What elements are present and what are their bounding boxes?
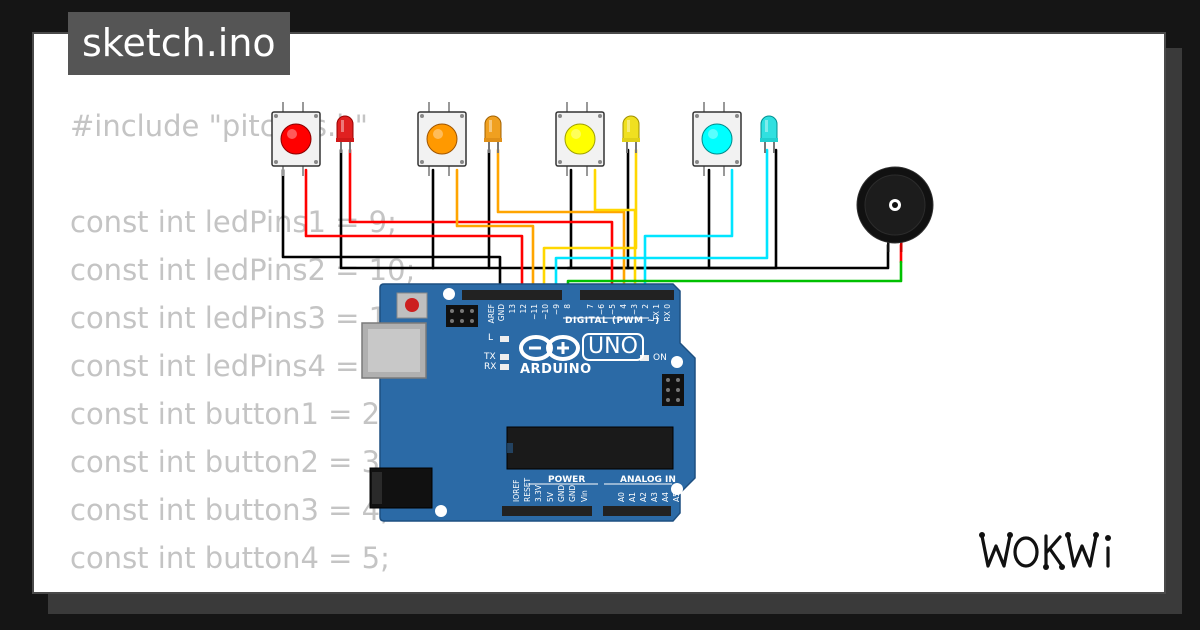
wokwi-logo xyxy=(979,532,1111,570)
pin-label: AREF xyxy=(487,304,496,323)
power-header xyxy=(502,506,592,516)
arduino-infinity-icon xyxy=(519,335,580,361)
pin-label: ~10 xyxy=(541,304,550,320)
pin-label: TX 1 xyxy=(652,304,661,322)
pin-label: 8 xyxy=(563,304,572,309)
wire-yellow xyxy=(542,148,638,295)
board-brand: ARDUINO xyxy=(520,362,592,377)
led-orange xyxy=(484,115,502,153)
wire-yellow xyxy=(593,168,637,295)
pin-label: ~6 xyxy=(597,304,606,315)
pin-label: A2 xyxy=(639,492,648,502)
led-label-rx: RX xyxy=(484,362,497,372)
buzzer xyxy=(856,166,934,252)
analog-label: ANALOG IN xyxy=(620,475,676,485)
pin-label: A0 xyxy=(617,492,626,502)
code-line: const int ledPins2 = 10; xyxy=(70,253,416,287)
pushbutton-cyan[interactable] xyxy=(692,102,742,176)
code-line: const int button4 = 5; xyxy=(70,541,390,575)
wire-black xyxy=(281,168,502,295)
wire-black xyxy=(566,243,890,270)
pin-label: Vin xyxy=(580,490,589,502)
pin-label: ~11 xyxy=(530,304,539,320)
pin-label: ~9 xyxy=(552,304,561,315)
code-line: const int button3 = 4; xyxy=(70,493,390,527)
pin-label: A5 xyxy=(672,492,681,502)
pin-label: 3.3V xyxy=(534,484,543,502)
pin-label: 7 xyxy=(586,304,595,309)
wire-black xyxy=(339,148,778,270)
pin-label: 4 xyxy=(619,304,628,309)
led-yellow xyxy=(622,115,640,153)
pin-label: 12 xyxy=(519,304,528,314)
wires xyxy=(281,148,903,295)
pin-label: 2 xyxy=(641,304,650,309)
sketch-title: sketch.ino xyxy=(68,12,290,75)
pushbutton-yellow[interactable] xyxy=(555,102,605,176)
digital-header-right xyxy=(580,290,674,300)
led-label-on: ON xyxy=(653,353,667,363)
power-label: POWER xyxy=(548,475,586,485)
board-name: UNO xyxy=(588,334,638,359)
pin-label: A4 xyxy=(661,492,670,502)
pushbutton-orange[interactable] xyxy=(417,102,467,176)
pin-label: GND xyxy=(497,304,506,321)
pin-label: ~3 xyxy=(630,304,639,315)
pin-label: GND xyxy=(557,485,566,502)
digital-label: DIGITAL (PWM ~) xyxy=(565,316,660,326)
wire-cyan xyxy=(554,148,769,295)
led-label-tx: TX xyxy=(484,352,496,362)
led-red xyxy=(336,115,354,153)
analog-header xyxy=(603,506,671,516)
pin-label: A3 xyxy=(650,492,659,502)
led-cyan xyxy=(760,115,778,153)
led-label-l: L xyxy=(488,333,494,343)
wire-red xyxy=(304,168,524,295)
pin-label: IOREF xyxy=(512,480,521,502)
pin-label: 5V xyxy=(546,491,555,502)
code-background: #include "pitches.h" const int ledPins1 … xyxy=(70,102,415,582)
wire-cyan xyxy=(643,168,734,295)
wire-orange xyxy=(455,168,535,295)
pin-label: 13 xyxy=(508,304,517,314)
wire-red xyxy=(348,148,614,295)
atmega-chip xyxy=(506,426,674,470)
pin-label: RX 0 xyxy=(663,304,672,322)
wire-orange xyxy=(496,148,626,295)
pin-label: GND xyxy=(568,485,577,502)
pushbutton-red[interactable] xyxy=(271,102,321,176)
pin-label: RESET xyxy=(523,478,532,502)
pin-label: ~5 xyxy=(608,304,617,315)
digital-header-left xyxy=(462,290,562,300)
pin-label: A1 xyxy=(628,492,637,502)
